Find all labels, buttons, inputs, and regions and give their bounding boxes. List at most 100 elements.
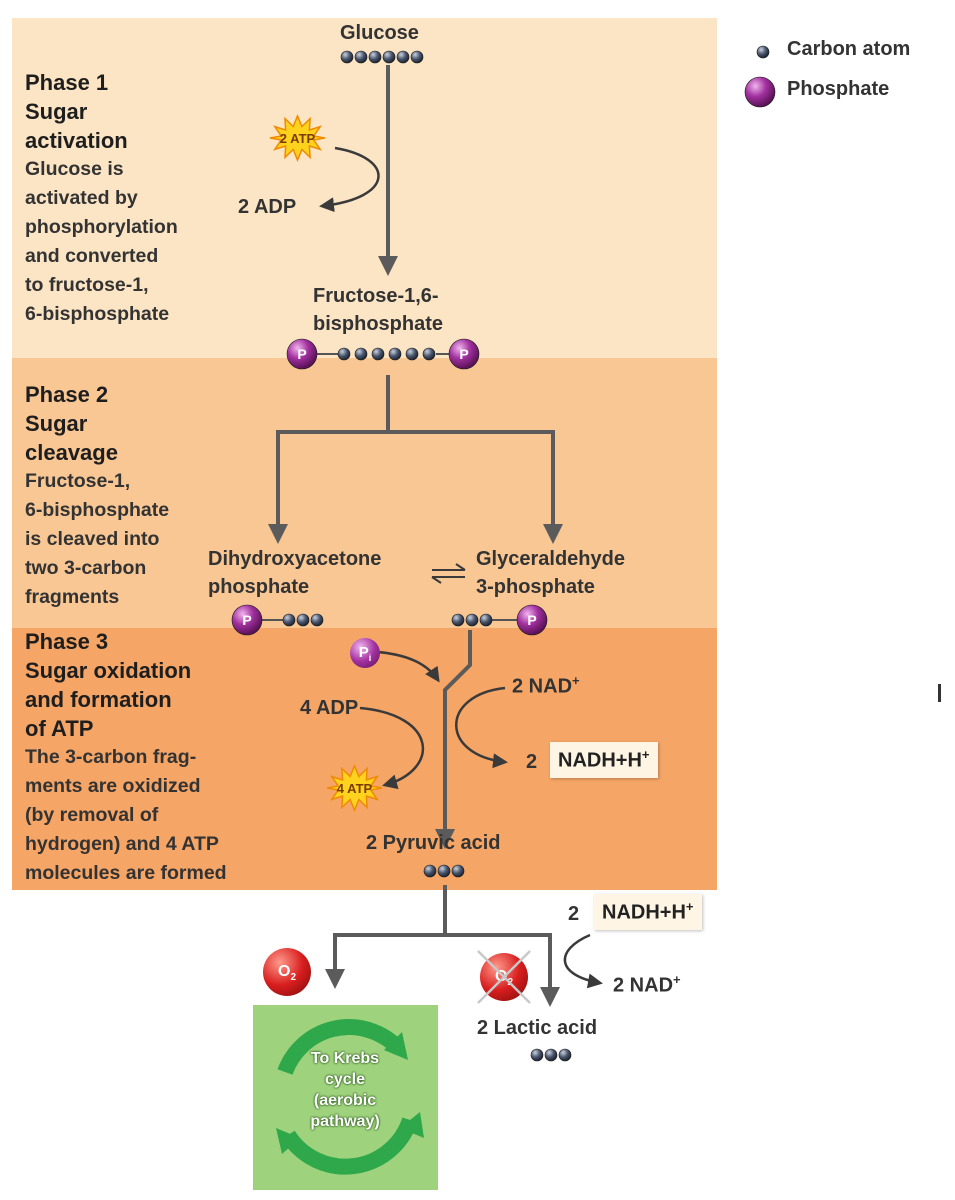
phase3-description: The 3-carbon frag-ments are oxidized (by …	[25, 743, 227, 888]
carbon-atom	[437, 864, 451, 878]
phase3-description-line: molecules are formed	[25, 862, 227, 884]
phosphate-letter: P	[527, 612, 536, 628]
phase2-title-line: cleavage	[25, 440, 118, 465]
krebs-label-line: pathway)	[310, 1113, 380, 1130]
carbon-atom	[382, 50, 396, 64]
carbon-atom	[354, 347, 368, 361]
phase3-title-line: Phase 3	[25, 629, 109, 654]
legend-phosphate-label: Phosphate	[787, 78, 890, 100]
carbon-atom	[388, 347, 402, 361]
phosphate-letter: P	[459, 346, 468, 362]
phase2-description-line: is cleaved into	[25, 528, 160, 550]
phase1-description-line: 6-bisphosphate	[25, 303, 170, 325]
phase1-description-line: Glucose is	[25, 158, 124, 180]
carbon-atom	[410, 50, 424, 64]
krebs-label-line: cycle	[324, 1071, 366, 1088]
phase2-band	[12, 358, 717, 628]
phosphate-letter: P	[242, 612, 251, 628]
fbp-label-line2: bisphosphate	[313, 313, 444, 335]
carbon-atom	[451, 864, 465, 878]
carbon-atom	[282, 613, 296, 627]
krebs-label-line: (aerobic	[313, 1092, 377, 1109]
phase3-description-line: ments are oxidized	[25, 775, 201, 797]
o2-aerobic-icon: O2	[263, 948, 311, 996]
carbon-atom	[544, 1048, 558, 1062]
nad-in-label: 2 NAD+	[512, 673, 580, 698]
carbon-atom	[354, 50, 368, 64]
phase1-description-line: activated by	[25, 187, 138, 209]
phosphate-group	[286, 338, 318, 370]
legend-phosphate-icon	[744, 76, 776, 108]
phase3-description-line: The 3-carbon frag-	[25, 746, 197, 768]
phase1-text: Phase 1 Sugar activation Glucose is activat…	[25, 68, 178, 329]
pyruvic-acid-label: 2 Pyruvic acid	[366, 832, 501, 854]
krebs-label-line: To Krebs	[310, 1050, 380, 1067]
atp-out-starburst	[326, 764, 383, 812]
arrow-atp-to-adp	[319, 146, 380, 213]
g3p-label-line1: Glyceraldehyde	[476, 548, 625, 570]
phosphate-group	[448, 338, 480, 370]
glucose-label: Glucose	[340, 22, 419, 44]
arrow-pi-in	[377, 650, 440, 683]
phase3-title-line: Sugar oxidation	[25, 658, 192, 683]
phase1-band	[12, 18, 717, 358]
krebs-cycle-ring	[276, 1019, 424, 1175]
phase1-description-line: to fructose-1,	[25, 274, 149, 296]
phase2-description-line: 6-bisphosphate	[25, 499, 170, 521]
carbon-atom	[368, 50, 382, 64]
phase2-description-line: Fructose-1,	[25, 470, 131, 492]
nadh-box: NADH+H+	[550, 742, 658, 778]
phase2-title-line: Phase 2	[25, 382, 109, 407]
phase2-description-line: fragments	[25, 586, 120, 608]
dhap-label-line1: Dihydroxyacetone	[208, 548, 382, 570]
phosphate-group	[516, 604, 548, 636]
krebs-label: To Krebs cycle (aerobic pathway)	[290, 1048, 400, 1132]
arrow-g3p-to-pyruvate	[435, 630, 472, 849]
phase2-title-line: Sugar	[25, 411, 88, 436]
phosphate-group	[231, 604, 263, 636]
phase3-description-line: (by removal of	[25, 804, 159, 826]
carbon-atom	[479, 613, 493, 627]
carbon-atom	[423, 864, 437, 878]
phase1-title: Phase 1 Sugar activation	[25, 68, 178, 155]
cursor-icon	[938, 684, 941, 702]
carbon-atom	[558, 1048, 572, 1062]
carbon-atom	[530, 1048, 544, 1062]
o2-absent-icon: O2	[480, 953, 528, 1001]
adp-out-label: 2 ADP	[238, 196, 297, 218]
phase3-description-line: hydrogen) and 4 ATP	[25, 833, 219, 855]
phase2-title: Phase 2 Sugar cleavage	[25, 380, 169, 467]
phase1-title-line: Sugar	[25, 99, 88, 124]
legend-carbon-icon	[756, 45, 770, 59]
pi-phosphate-icon: Pi	[350, 638, 380, 668]
carbon-atom	[310, 613, 324, 627]
phase3-title-line: and formation	[25, 687, 172, 712]
phase1-title-line: Phase 1	[25, 70, 109, 95]
carbon-atom	[422, 347, 436, 361]
arrow-nad-to-nadh	[455, 686, 508, 769]
fbp-label-line1: Fructose-1,6-	[313, 285, 439, 307]
nad-out-label: 2 NAD+	[613, 972, 681, 997]
phosphate-letter: P	[297, 346, 306, 362]
carbon-atom	[340, 50, 354, 64]
phase2-text: Phase 2 Sugar cleavage Fructose-1, 6-bispho…	[25, 380, 169, 612]
carbon-atom	[451, 613, 465, 627]
arrow-cleavage-split	[268, 430, 563, 544]
phase2-description: Fructose-1, 6-bisphosphate is cleaved into…	[25, 467, 169, 612]
nadh-coefficient: 2	[526, 751, 538, 773]
phase1-title-line: activation	[25, 128, 128, 153]
lactic-acid-label: 2 Lactic acid	[477, 1017, 598, 1039]
adp-in-label: 4 ADP	[300, 697, 359, 719]
carbon-atom	[296, 613, 310, 627]
atp-in-label: 2 ATP	[279, 131, 316, 146]
atp-out-label: 4 ATP	[336, 781, 373, 796]
phase2-description-line: two 3-carbon	[25, 557, 147, 579]
arrow-aerobic-anaerobic-split	[325, 933, 560, 1007]
phase1-description-line: and converted	[25, 245, 159, 267]
carbon-atom	[396, 50, 410, 64]
arrow-adp-to-atp	[359, 706, 425, 790]
